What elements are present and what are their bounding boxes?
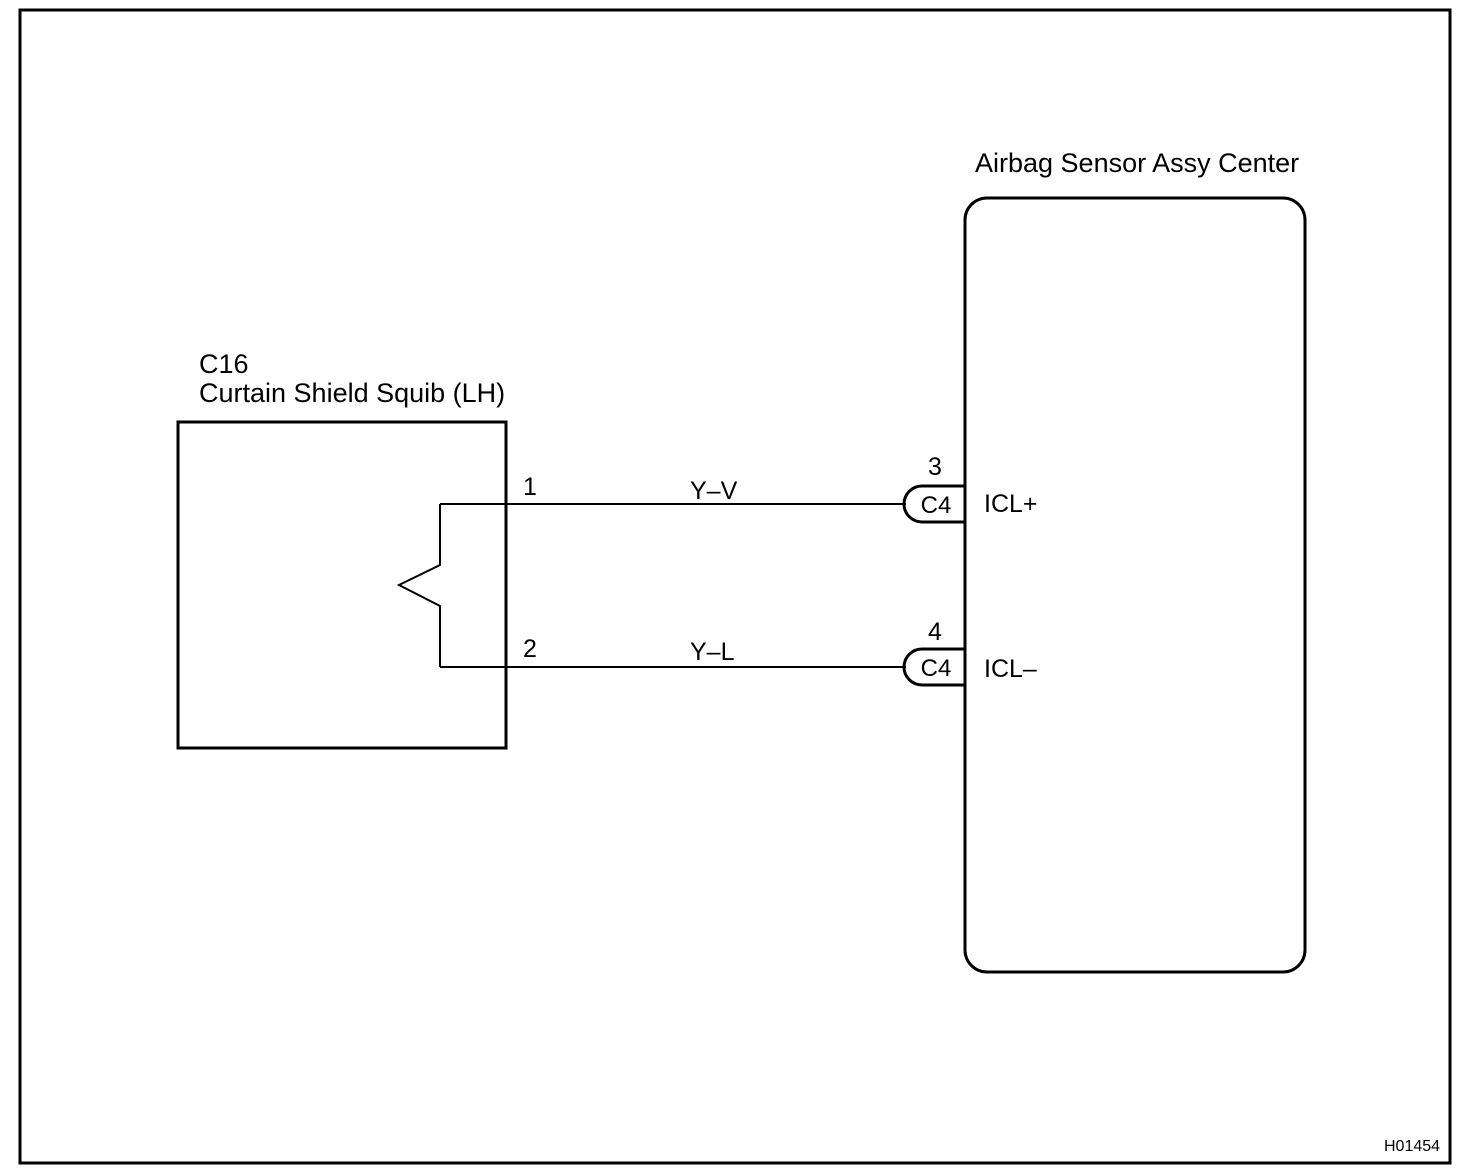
- outer-frame: [18, 8, 1452, 1165]
- squib-box: [176, 420, 508, 750]
- wire-2-color-label: Y–L: [690, 638, 735, 666]
- squib-name-label: Curtain Shield Squib (LH): [199, 378, 506, 408]
- sensor-name-label: Airbag Sensor Assy Center: [975, 148, 1300, 178]
- sensor-pin-3-label: 3: [928, 453, 942, 481]
- connector-2-label: C4: [920, 655, 952, 682]
- wire-1-color-label: Y–V: [690, 477, 738, 505]
- connector-1-symbol: [902, 484, 965, 524]
- connector-1-label: C4: [920, 492, 952, 519]
- squib-pin-2-label: 2: [523, 635, 537, 663]
- signal-icl-minus-label: ICL–: [984, 655, 1037, 683]
- connector-2-symbol: [902, 647, 965, 687]
- signal-icl-plus-label: ICL+: [984, 490, 1038, 518]
- sensor-pin-4-label: 4: [928, 618, 942, 646]
- figure-id-label: H01454: [1384, 1138, 1441, 1155]
- squib-code-label: C16: [199, 349, 249, 379]
- sensor-box: [963, 196, 1307, 974]
- squib-pin-1-label: 1: [523, 473, 537, 501]
- squib-element-symbol: [396, 504, 441, 667]
